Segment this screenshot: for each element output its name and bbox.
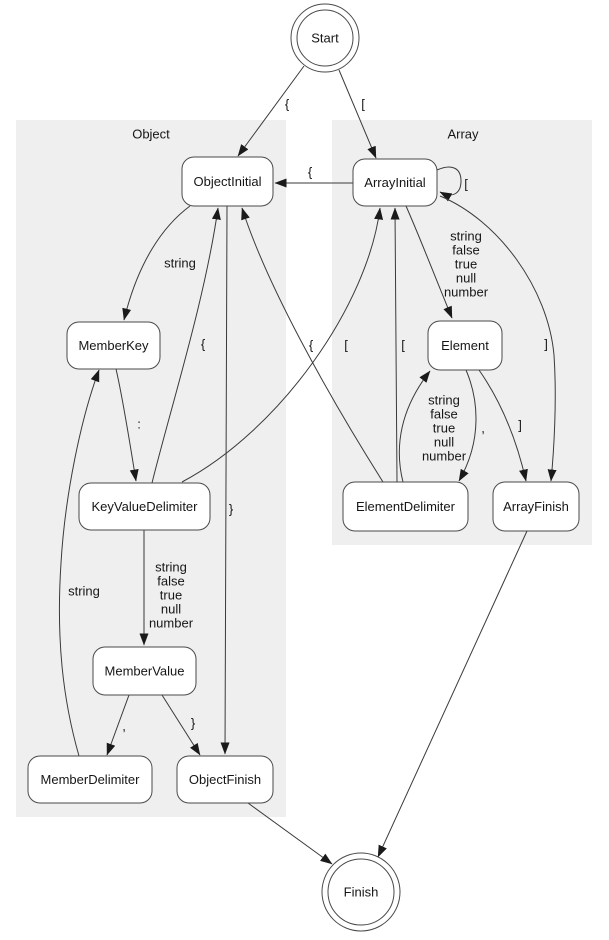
edge-label: {	[308, 165, 313, 180]
clusters-layer: Object Array	[16, 120, 592, 817]
edge-key-value-delimiter-to-object-initial	[151, 207, 221, 484]
edge-label: true	[160, 588, 182, 603]
node-label: MemberDelimiter	[41, 772, 141, 787]
node-member-delimiter: MemberDelimiter	[27, 755, 153, 804]
edge-start-to-object-initial	[237, 65, 305, 157]
node-member-value-box	[92, 646, 197, 696]
edge-object-initial-to-member-key	[122, 205, 191, 321]
node-object-initial: ObjectInitial	[181, 156, 274, 207]
node-key-value-delimiter-box	[78, 482, 211, 531]
edges-layer	[58, 65, 557, 865]
edge-labels-layer: {[{[string}:stringfalsetruenullnumber{[,…	[68, 97, 548, 734]
node-label: Start	[311, 31, 339, 46]
edge-label: }	[229, 502, 234, 517]
edge-member-key-to-key-value-delimiter	[115, 368, 139, 482]
node-member-key: MemberKey	[66, 321, 161, 370]
node-element: Element	[427, 320, 503, 371]
node-label: ElementDelimiter	[356, 499, 456, 514]
edge-label: false	[452, 243, 479, 258]
edge-label: string	[428, 393, 460, 408]
node-label: ArrayFinish	[503, 499, 569, 514]
cluster-object-background	[16, 120, 286, 817]
node-member-value: MemberValue	[92, 646, 197, 696]
edge-label: ,	[481, 421, 485, 436]
edge-member-value-to-member-delimiter	[106, 694, 130, 756]
cluster-array-label: Array	[447, 127, 479, 142]
node-label: Finish	[344, 885, 379, 900]
edge-member-delimiter-to-member-key	[58, 369, 100, 757]
edge-start-to-array-initial	[338, 69, 377, 159]
node-label: MemberKey	[78, 338, 149, 353]
node-array-initial: ArrayInitial	[352, 158, 438, 207]
node-member-delimiter-box	[27, 755, 153, 804]
edge-label: ,	[122, 719, 126, 734]
edge-element-to-element-delimiter	[458, 369, 477, 482]
edge-label: string	[68, 584, 100, 599]
node-label: ObjectFinish	[189, 772, 261, 787]
edge-label: ]	[544, 337, 548, 352]
node-array-finish-box	[492, 481, 580, 532]
edge-element-delimiter-to-array-initial	[390, 207, 400, 483]
edge-label: number	[149, 616, 194, 631]
node-object-initial-box	[181, 156, 274, 207]
edge-label: {	[309, 338, 314, 353]
edge-label: true	[433, 421, 455, 436]
node-array-finish: ArrayFinish	[492, 481, 580, 532]
edge-label: number	[444, 285, 489, 300]
node-object-finish: ObjectFinish	[176, 755, 274, 804]
node-element-box	[427, 320, 503, 371]
node-element-delimiter: ElementDelimiter	[342, 481, 469, 532]
edge-array-initial-to-element	[405, 205, 453, 319]
edge-label: number	[422, 449, 467, 464]
edge-label: false	[157, 574, 184, 589]
edge-element-delimiter-to-object-initial	[241, 207, 384, 483]
edge-label: [	[344, 338, 348, 353]
edge-label: {	[285, 97, 290, 112]
edge-array-finish-to-finish	[377, 530, 528, 858]
node-label: ObjectInitial	[194, 174, 262, 189]
node-label: KeyValueDelimiter	[92, 499, 199, 514]
edge-label: :	[137, 417, 141, 432]
node-array-initial-box	[352, 158, 438, 207]
edge-label: [	[361, 97, 365, 112]
node-label: MemberValue	[105, 664, 185, 679]
edge-label: null	[456, 271, 476, 286]
node-member-key-box	[66, 321, 161, 370]
cluster-object-label: Object	[132, 127, 170, 142]
edge-key-value-delimiter-to-array-initial	[181, 207, 384, 483]
edge-label: null	[161, 602, 181, 617]
edge-label: }	[191, 716, 196, 731]
node-label: Element	[441, 338, 489, 353]
edge-array-initial-to-array-initial	[436, 166, 462, 202]
edge-label: {	[201, 337, 206, 352]
edge-element-to-array-finish	[478, 369, 528, 482]
edge-label: string	[450, 229, 482, 244]
node-finish-inner-circle	[327, 858, 395, 926]
edge-member-value-to-object-finish	[161, 694, 201, 756]
edge-object-finish-to-finish	[247, 802, 333, 865]
edge-label: [	[401, 338, 405, 353]
node-finish: Finish	[321, 852, 401, 932]
edge-label: string	[164, 256, 196, 271]
edge-label: [	[464, 177, 468, 192]
edge-label: ]	[518, 418, 522, 433]
cluster-object: Object	[16, 120, 286, 817]
edge-label: true	[455, 257, 477, 272]
node-element-delimiter-box	[342, 481, 469, 532]
edge-label: string	[155, 560, 187, 575]
edge-label: false	[430, 407, 457, 422]
edge-object-initial-to-object-finish	[220, 205, 230, 755]
node-key-value-delimiter: KeyValueDelimiter	[78, 482, 211, 531]
node-object-finish-box	[176, 755, 274, 804]
edge-element-delimiter-to-element	[398, 370, 431, 483]
node-start-inner-circle	[296, 9, 354, 67]
node-start: Start	[290, 3, 360, 73]
node-label: ArrayInitial	[364, 175, 426, 190]
edge-label: null	[434, 435, 454, 450]
edge-array-initial-to-array-finish	[439, 195, 557, 482]
